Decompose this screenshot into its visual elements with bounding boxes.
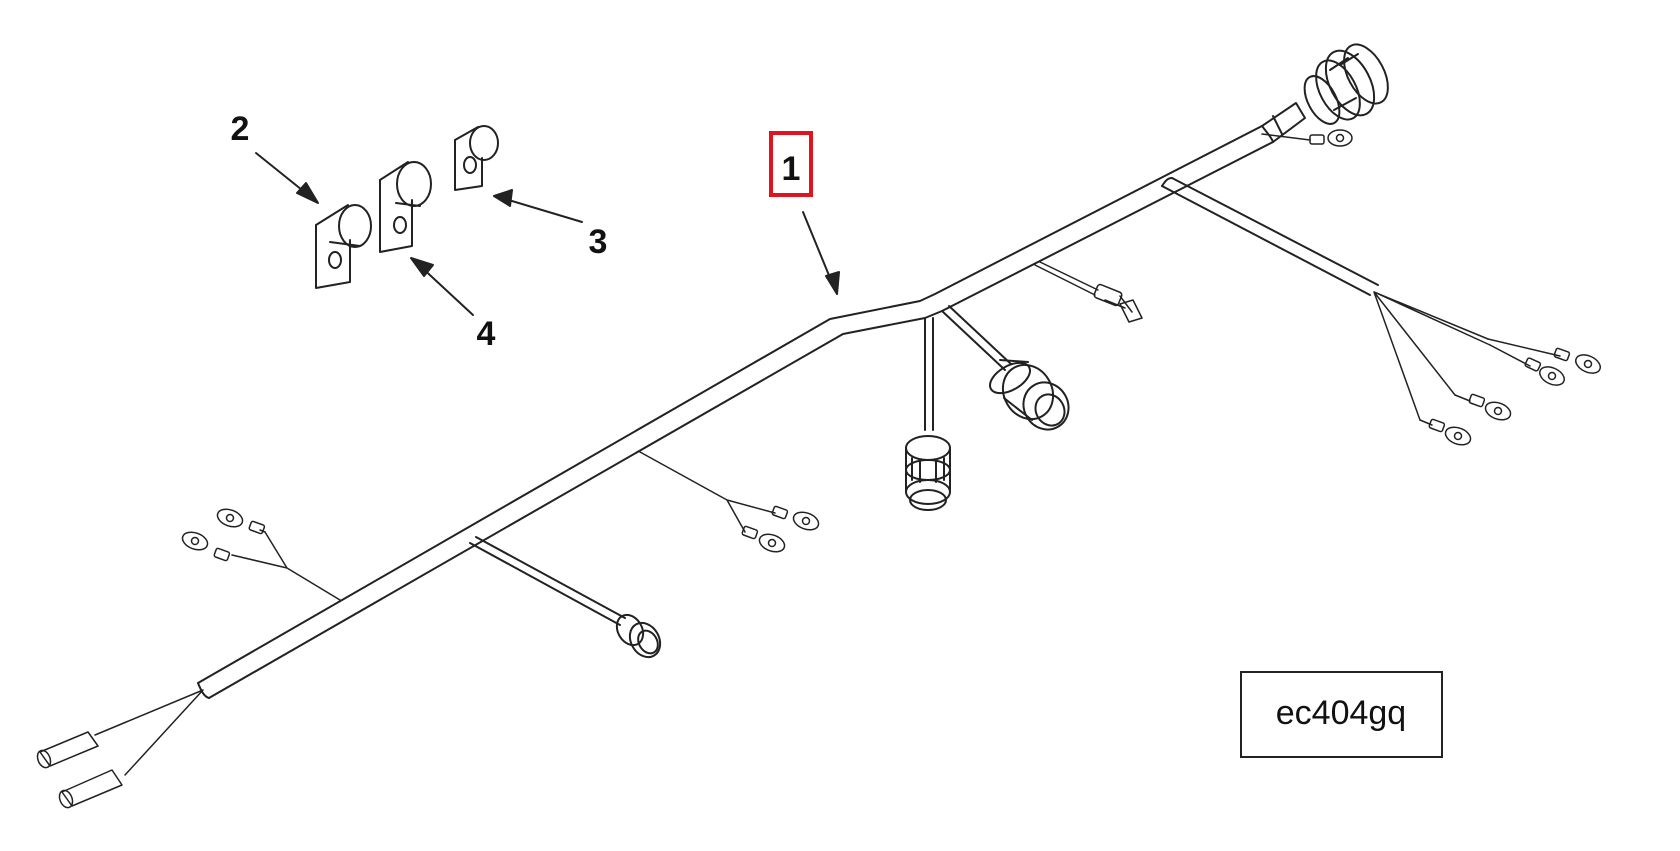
- leader-arrow-1: [802, 211, 840, 295]
- left-terminal-branch: [181, 508, 341, 601]
- callout-4: 4: [477, 315, 496, 353]
- right-branch: [1161, 177, 1379, 296]
- ring-terminals-right-group: [1373, 291, 1602, 446]
- spade-connector-branch: [1034, 261, 1143, 323]
- callout-1-highlight-box: [769, 131, 813, 197]
- round-connector-center-a: [905, 435, 951, 511]
- round-connector-center-b: [989, 359, 1070, 431]
- callout-2: 2: [231, 110, 250, 148]
- round-connector-top-right: [1261, 43, 1389, 143]
- callout-3: 3: [589, 223, 608, 261]
- main-harness-trunk: [197, 115, 1283, 699]
- clamp-item-2: [315, 204, 372, 289]
- ring-terminal-top: [1261, 129, 1353, 147]
- reference-code: ec404gq: [1276, 694, 1406, 732]
- small-round-plug: [615, 613, 662, 659]
- small-plug-branch: [469, 536, 626, 626]
- leader-arrow-4: [410, 257, 474, 316]
- middle-terminal-branch: [639, 451, 820, 553]
- clamp-item-3: [454, 125, 499, 191]
- leader-arrow-3: [493, 189, 583, 223]
- connector-branches-center: [924, 305, 1012, 431]
- clamp-item-4: [379, 161, 432, 253]
- reference-code-box: ec404gq: [1240, 671, 1443, 758]
- leader-arrow-2: [255, 152, 319, 204]
- callout-1: 1: [782, 150, 801, 188]
- bottom-left-sensors: [36, 689, 204, 809]
